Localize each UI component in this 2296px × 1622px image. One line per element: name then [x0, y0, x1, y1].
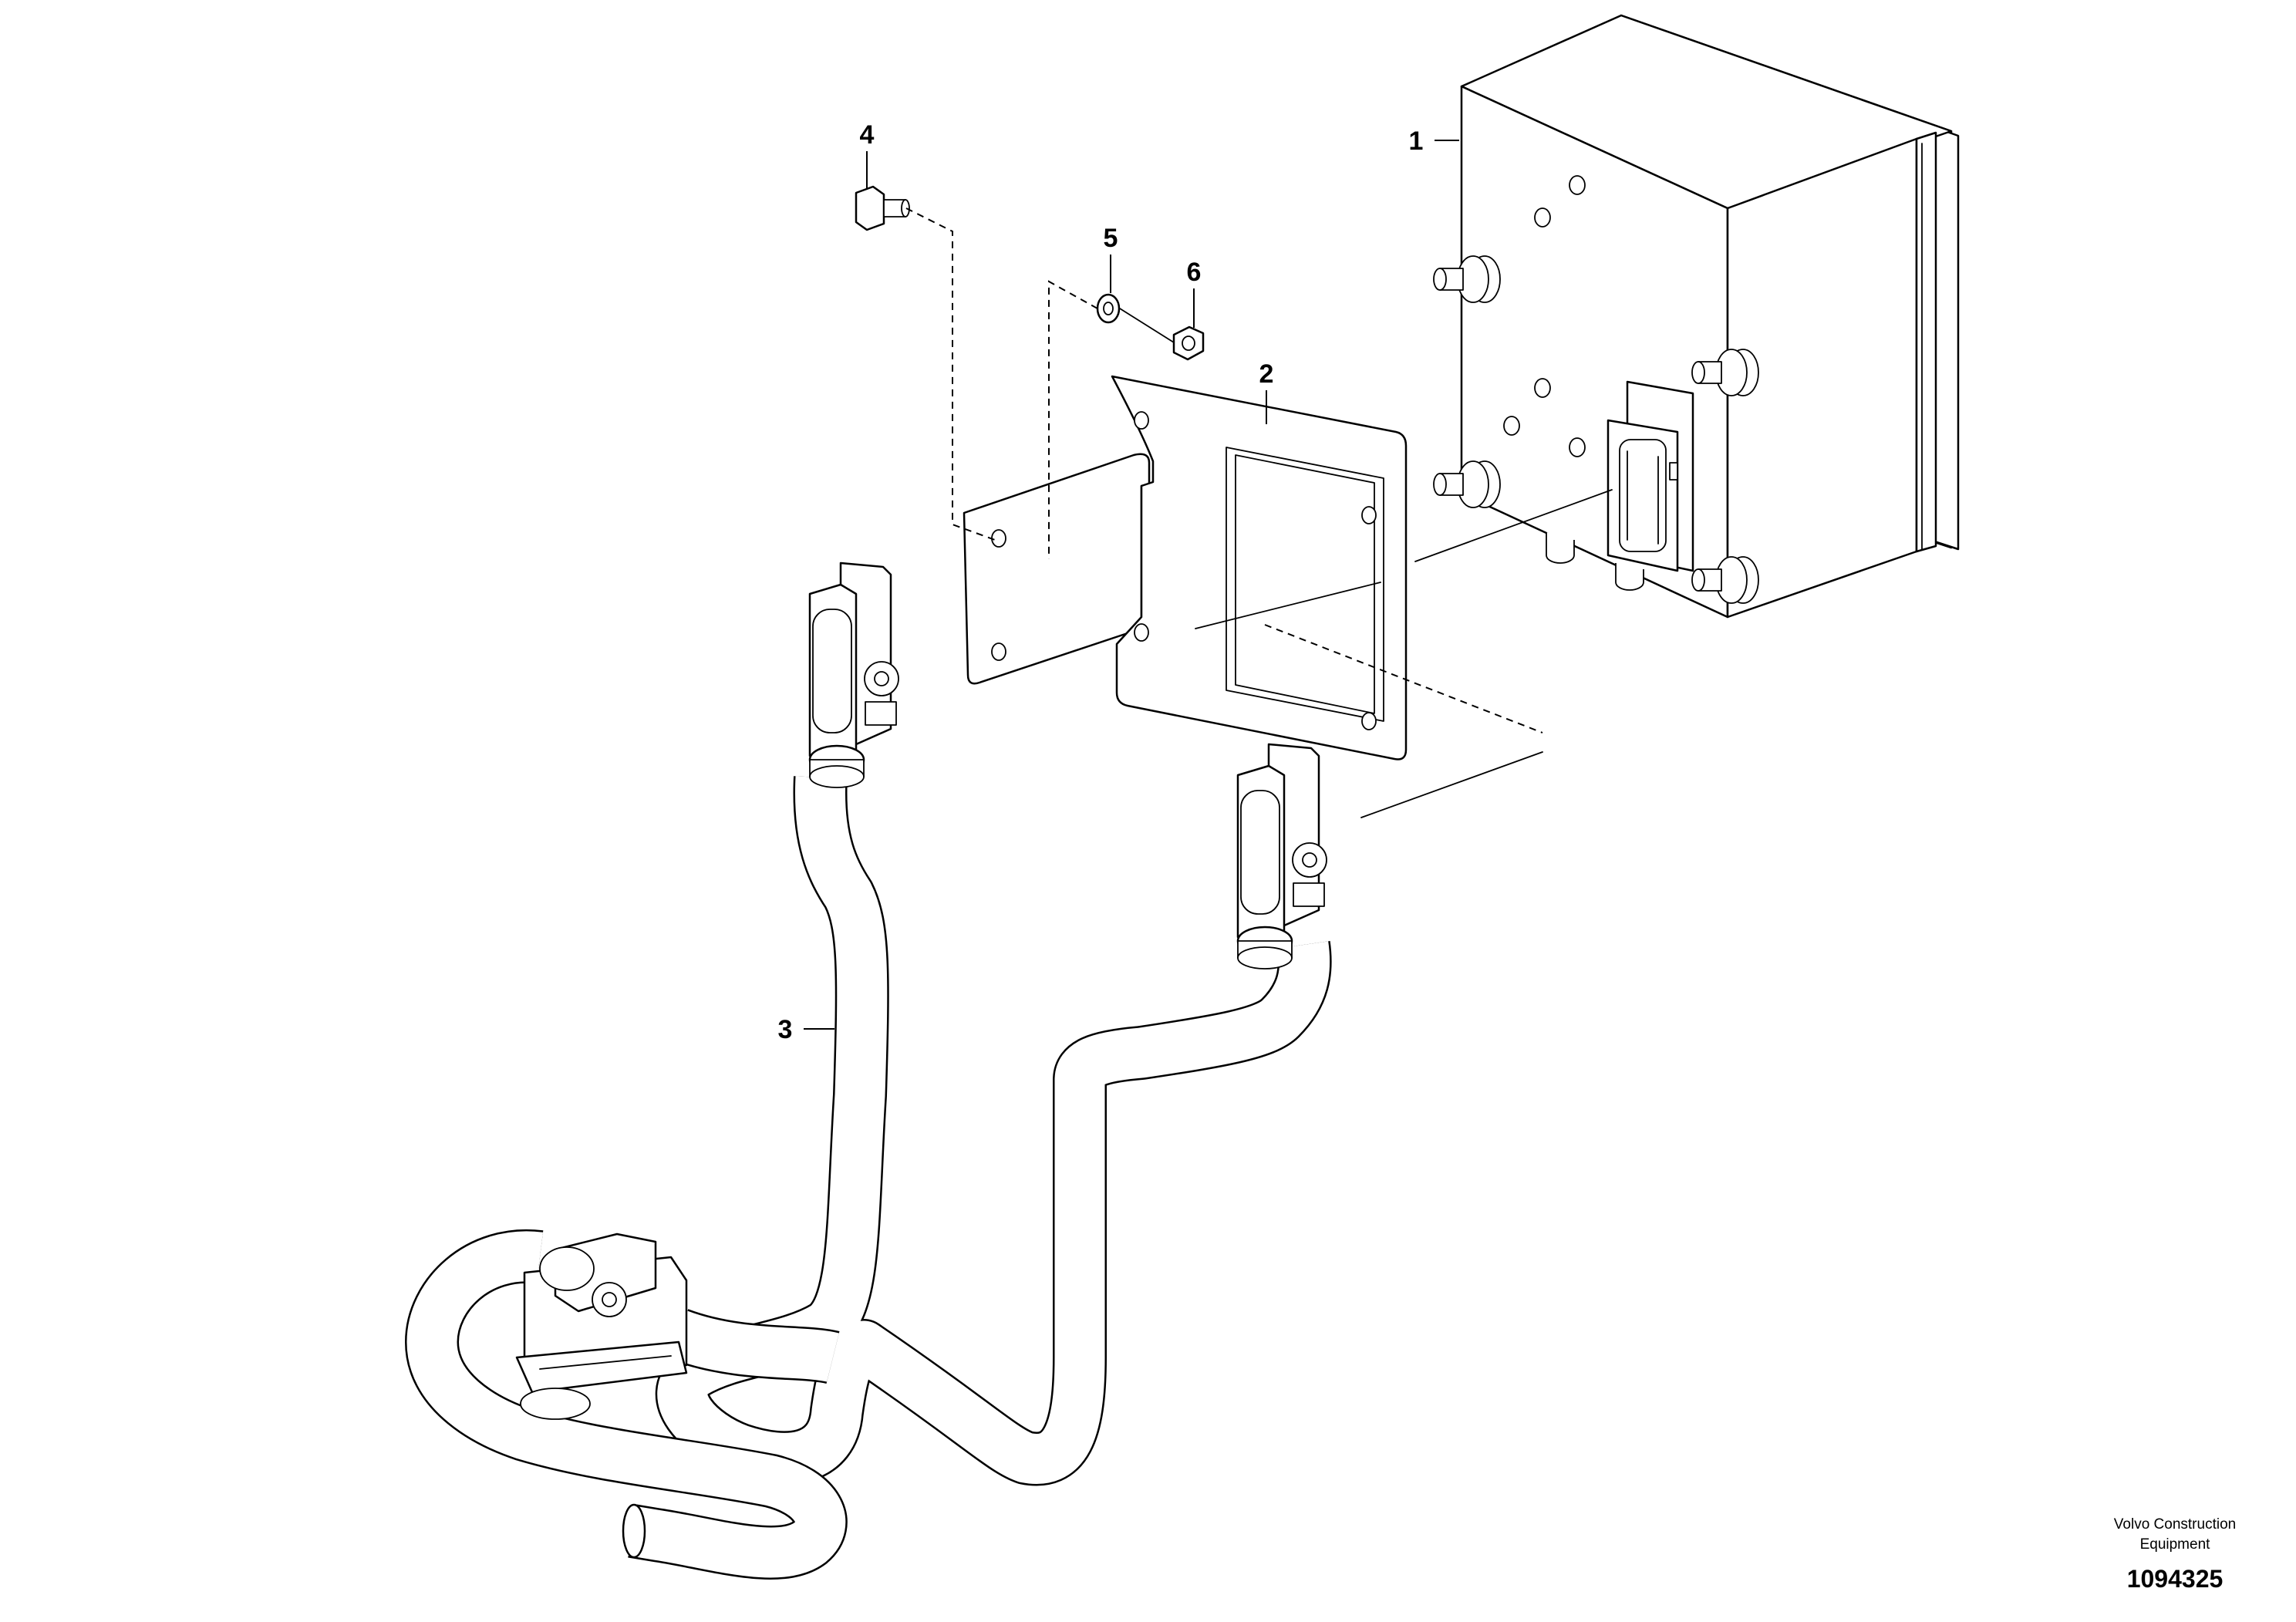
control-unit-box[interactable] [1433, 14, 1960, 619]
svg-text:4: 4 [860, 120, 875, 150]
box-connector-socket [1607, 380, 1694, 572]
harness-connector-lower-left[interactable] [515, 1233, 688, 1420]
mounting-studs [1433, 255, 1759, 604]
face-bolts [1503, 175, 1586, 457]
svg-text:6: 6 [1187, 258, 1202, 287]
brand-line-2: Equipment [2140, 1536, 2211, 1553]
document-number: 1094325 [2127, 1565, 2224, 1593]
svg-text:2: 2 [1259, 359, 1274, 389]
svg-text:5: 5 [1104, 224, 1118, 253]
harness-connector-right[interactable] [1236, 743, 1327, 969]
mounting-bracket[interactable] [963, 375, 1408, 760]
svg-text:1: 1 [1409, 126, 1424, 156]
harness-connector-upper-left[interactable] [808, 561, 899, 788]
brand-line-1: Volvo Construction [2114, 1516, 2236, 1533]
callout-6: 6 [1187, 258, 1202, 328]
box-bottom-pegs [1546, 532, 1644, 591]
callout-4: 4 [860, 120, 875, 190]
washer[interactable] [1096, 293, 1121, 324]
callout-3: 3 [778, 1015, 834, 1044]
callout-5: 5 [1104, 224, 1118, 293]
callout-1: 1 [1409, 126, 1459, 156]
nut[interactable] [1172, 325, 1205, 361]
screw[interactable] [855, 185, 910, 231]
publisher-footer: Volvo Construction Equipment 1094325 [2114, 1516, 2236, 1593]
assembly-lines [905, 207, 1613, 818]
callout-2: 2 [1259, 359, 1274, 424]
cable-harness[interactable] [405, 776, 1332, 1580]
svg-text:3: 3 [778, 1015, 793, 1044]
